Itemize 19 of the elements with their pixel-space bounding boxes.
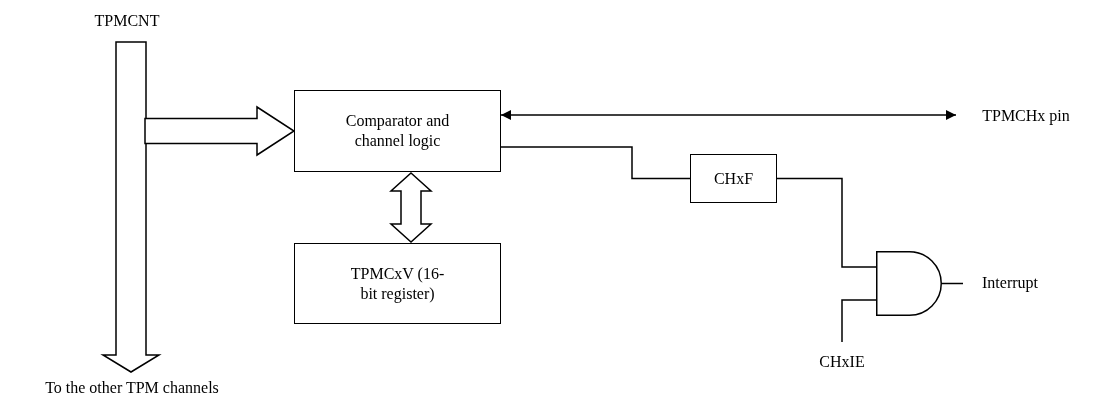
bus-arrow (100, 41, 162, 373)
block-label: TPMCxV (16-bit register) (349, 263, 446, 304)
bus-arrow (144, 105, 296, 157)
signal-line (841, 299, 877, 343)
bus-arrow (389, 172, 433, 243)
signal-line (941, 282, 964, 285)
signal-label: To the other TPM channels (45, 378, 219, 398)
block-box (294, 90, 501, 172)
signal-line (500, 146, 691, 180)
block-label: CHxF (713, 168, 754, 189)
signal-label: CHxIE (819, 352, 865, 372)
signal-label: TPMCHx pin (982, 106, 1070, 126)
block-label: Comparator and channel logic (344, 111, 451, 151)
signal-label: TPMCNT (94, 11, 160, 31)
signal-line (776, 177, 877, 268)
arrow (500, 110, 957, 120)
signal-label: Interrupt (982, 273, 1038, 293)
block-box (690, 154, 777, 203)
block-box (294, 243, 501, 324)
